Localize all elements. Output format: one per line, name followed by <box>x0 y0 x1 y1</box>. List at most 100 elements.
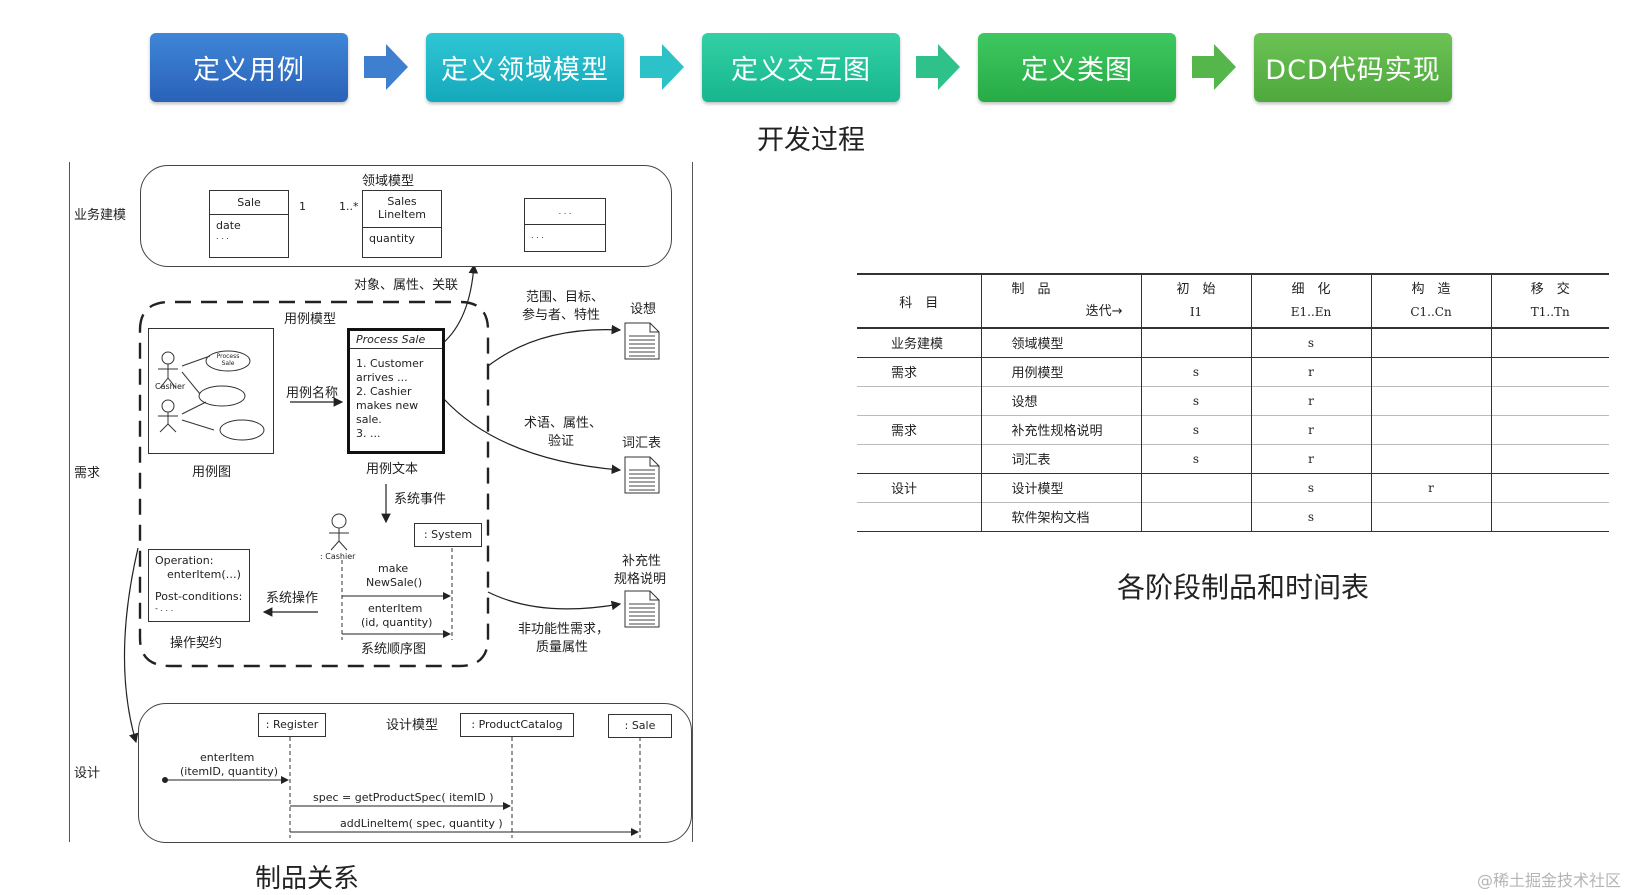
contract-op-name: enterItem(…) <box>167 568 241 581</box>
design-msg3: addLineItem( spec, quantity ) <box>340 817 503 830</box>
row-cell <box>1491 415 1609 444</box>
usecase-text-box: Process Sale 1. Customer arrives ... 2. … <box>347 328 445 454</box>
system-op-label: 系统操作 <box>266 591 319 606</box>
glossary-arrow-label2: 验证 <box>548 434 575 449</box>
step-define-domain-model: 定义领域模型 <box>426 33 624 102</box>
phase-name: 构 造 <box>1411 282 1451 297</box>
header-phase: 移 交 T1..Tn <box>1491 274 1609 328</box>
class-sales-lineitem: Sales LineItem quantity <box>362 190 442 258</box>
contract-post: Post-conditions: <box>155 590 243 603</box>
frame-right-line <box>692 162 693 842</box>
row-label-business: 业务建模 <box>74 208 127 223</box>
ssd-msg1a: make <box>378 562 409 575</box>
phase-range: E1..En <box>1290 305 1332 319</box>
connector-arrows <box>123 221 641 838</box>
glossary-title: 词汇表 <box>622 436 662 451</box>
row-cell <box>1371 502 1492 531</box>
contract-etc: - . . . <box>155 604 174 613</box>
phase-name: 细 化 <box>1291 282 1331 297</box>
class-other-b: . . . <box>531 231 544 240</box>
vision-arrow-label2: 参与者、特性 <box>522 308 601 323</box>
vision-title: 设想 <box>630 302 657 317</box>
artifacts-caption: 制品关系 <box>255 864 360 894</box>
design-msg2: spec = getProductSpec( itemID ) <box>313 791 494 804</box>
design-msg1a: enterItem <box>200 751 255 764</box>
arrow-right-icon <box>916 44 960 90</box>
phase-name: 移 交 <box>1530 282 1570 297</box>
arrow-right-icon <box>640 44 684 90</box>
class-other-divider <box>525 224 605 225</box>
row-subject: 设计 <box>857 473 982 502</box>
usecase-text-body: 1. Customer arrives ... 2. Cashier makes… <box>350 349 442 441</box>
row-cell: s <box>1251 502 1372 531</box>
row-cell: r <box>1371 473 1492 502</box>
class-lineitem-name2: LineItem <box>378 208 426 221</box>
supplementary-document-icon <box>624 590 660 628</box>
vision-document-icon <box>624 322 660 360</box>
row-cell <box>1491 328 1609 357</box>
phase-range: C1..Cn <box>1410 305 1452 319</box>
class-lineitem-attr: quantity <box>369 232 415 245</box>
row-cell <box>1371 415 1492 444</box>
row-artifact: 用例模型 <box>981 357 1142 386</box>
ssd-system-box: : System <box>414 523 482 547</box>
design-register-label: : Register <box>265 718 319 731</box>
header-artifact-label: 制 品 <box>1011 282 1051 297</box>
step-define-class-diagram: 定义类图 <box>978 33 1176 102</box>
frame-left-line <box>69 162 70 842</box>
header-phase: 构 造 C1..Cn <box>1371 274 1492 328</box>
usecase-text-title: Process Sale <box>350 331 442 349</box>
row-subject <box>857 444 982 473</box>
header-subject: 科 目 <box>857 274 982 328</box>
phase-range: T1..Tn <box>1530 305 1570 319</box>
multiplicity-left: 1 <box>299 200 306 213</box>
supplementary-title1: 补充性 <box>622 554 662 569</box>
row-cell <box>1141 473 1252 502</box>
header-artifact: 制 品 迭代→ <box>981 274 1142 328</box>
design-catalog-box: : ProductCatalog <box>460 713 574 737</box>
domain-model-title: 领域模型 <box>362 174 415 189</box>
system-event-label: 系统事件 <box>394 492 447 507</box>
step-dcd-code: DCD代码实现 <box>1254 33 1452 102</box>
ssd-msg2a: enterItem <box>368 602 423 615</box>
multiplicity-right: 1..* <box>339 200 359 213</box>
usecase-model-title: 用例模型 <box>284 312 337 327</box>
class-lineitem-name1: Sales <box>387 195 417 208</box>
usecase-text-line: makes new <box>356 399 419 412</box>
supplementary-arrow-label2: 质量属性 <box>536 640 589 655</box>
row-subject: 需求 <box>857 415 982 444</box>
row-cell <box>1371 444 1492 473</box>
row-subject: 需求 <box>857 357 982 386</box>
watermark: @稀土掘金技术社区 <box>1477 871 1622 890</box>
header-iteration-label: 迭代→ <box>1085 304 1123 319</box>
ssd-msg2b: (id, quantity) <box>361 616 433 629</box>
row-cell: r <box>1251 444 1372 473</box>
glossary-document-icon <box>624 456 660 494</box>
ssd-system-label: : System <box>423 528 473 541</box>
design-catalog-label: : ProductCatalog <box>471 718 563 731</box>
row-artifact: 词汇表 <box>981 444 1142 473</box>
ssd-msg1b: NewSale() <box>366 576 423 589</box>
design-model-frame <box>138 703 692 843</box>
row-cell: r <box>1251 415 1372 444</box>
row-subject <box>857 386 982 415</box>
arrow-right-icon <box>1192 44 1236 90</box>
row-artifact: 补充性规格说明 <box>981 415 1142 444</box>
class-sale: Sale date . . . <box>209 190 289 258</box>
class-sale-name: Sale <box>237 196 261 209</box>
domain-link-label: 对象、属性、关联 <box>354 278 459 293</box>
design-sale-box: : Sale <box>608 714 672 738</box>
row-cell <box>1371 328 1492 357</box>
row-cell: s <box>1141 386 1252 415</box>
row-subject: 业务建模 <box>857 328 982 357</box>
step-define-usecase: 定义用例 <box>150 33 348 102</box>
